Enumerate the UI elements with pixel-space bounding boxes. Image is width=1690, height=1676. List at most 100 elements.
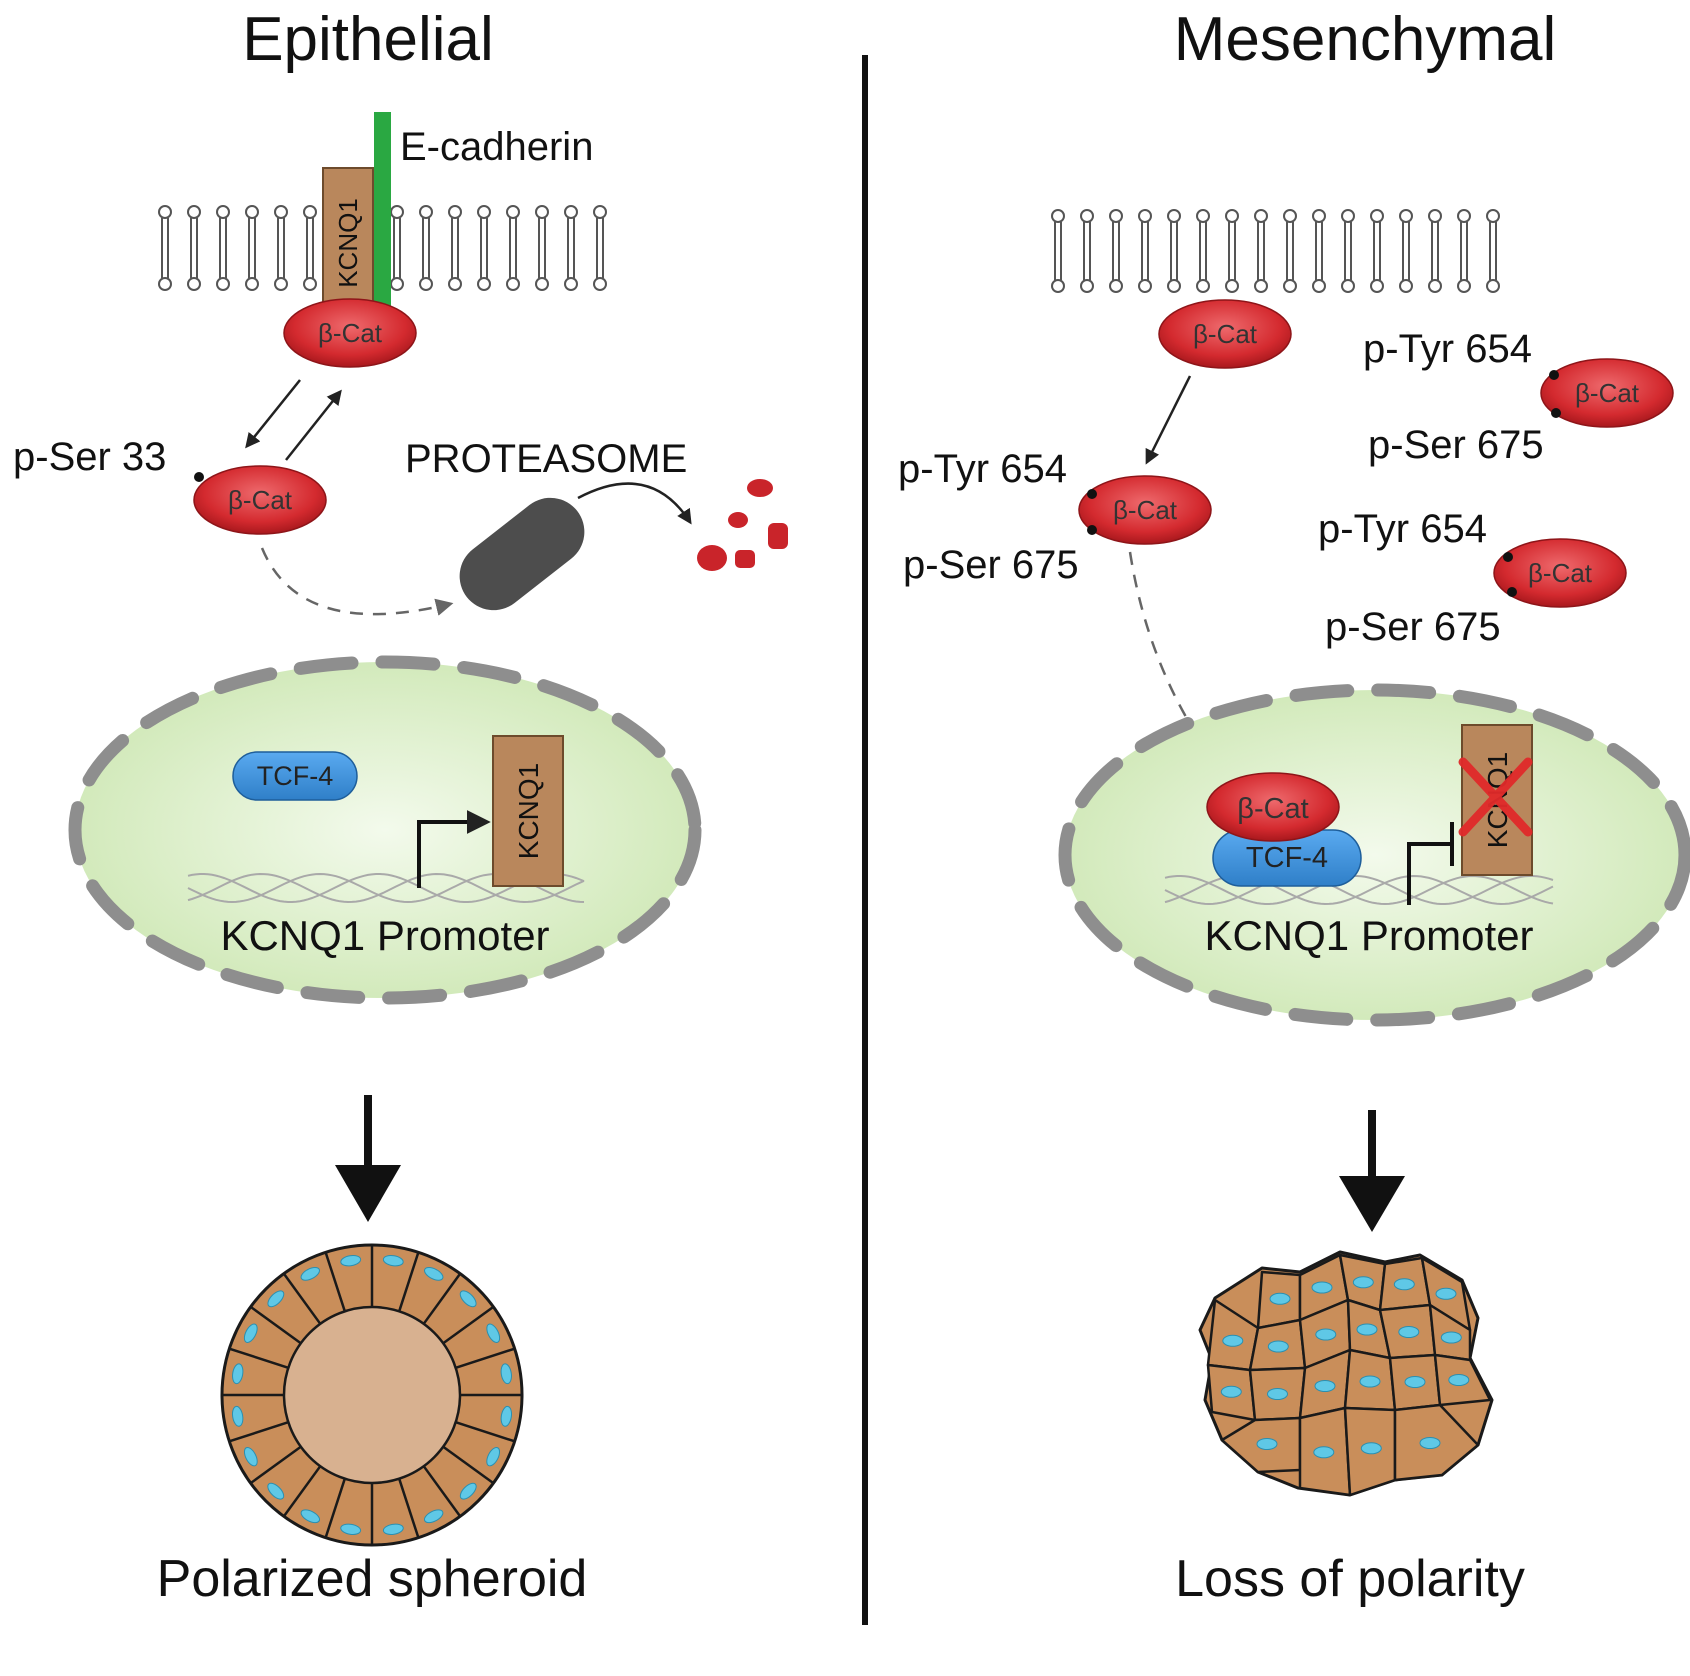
proteasome-label: PROTEASOME (405, 437, 687, 481)
lipid (593, 205, 607, 291)
lipid (506, 205, 520, 291)
bcat-a (1078, 475, 1212, 545)
lipid (564, 205, 578, 291)
cell (1256, 1270, 1302, 1330)
cell (1433, 1353, 1492, 1407)
bcat-a-label: β-Cat (1113, 495, 1178, 525)
phospho-dot-tyr-b (1549, 370, 1559, 380)
pser-c-label: p-Ser 675 (1325, 605, 1501, 649)
cell (1298, 1406, 1352, 1497)
lipid (448, 205, 462, 291)
lipid (390, 205, 404, 291)
arrow-to-proteasome (260, 547, 454, 616)
kcnq1-gene-left (492, 735, 564, 887)
tcf4-right-label: TCF-4 (1246, 842, 1328, 874)
kcnq1-gene-right (1461, 724, 1533, 876)
cell-nucleus (1359, 1375, 1381, 1388)
cell (1248, 1318, 1307, 1372)
phospho-dot-tyr-a (1087, 489, 1097, 499)
arrow-dissociate (245, 379, 301, 449)
cell-nucleus (1419, 1437, 1441, 1449)
phospho-dot-ser33 (194, 472, 204, 482)
tcf4-left (232, 751, 358, 801)
arrow-bcat-phospho (1145, 375, 1192, 465)
cell-nucleus (1256, 1438, 1278, 1450)
ptyr-b-label: p-Tyr 654 (1363, 327, 1532, 371)
ecadherin-label: E-cadherin (400, 125, 593, 169)
kcnq1-gene-left-label: KCNQ1 (513, 763, 544, 859)
bcat-top-right (1158, 299, 1292, 369)
right-repression-symbol (1407, 822, 1454, 905)
kcnq1-channel (322, 167, 374, 319)
left-membrane (158, 205, 607, 291)
bcat-b (1540, 358, 1674, 428)
lipid (535, 205, 549, 291)
lipid (1399, 209, 1413, 293)
cell-nucleus (1398, 1326, 1420, 1338)
cell-nucleus (1440, 1331, 1462, 1344)
lipid (1486, 209, 1500, 293)
right-nuclear-envelope (1058, 683, 1690, 1027)
lipid (419, 205, 433, 291)
pser33-label: p-Ser 33 (13, 435, 166, 479)
lipid (158, 205, 172, 291)
lipid (245, 205, 259, 291)
right-outcome-label: Loss of polarity (1175, 1550, 1525, 1608)
cell-nucleus (1314, 1380, 1336, 1392)
lipid (216, 205, 230, 291)
lipid (1428, 209, 1442, 293)
lipid (1138, 209, 1152, 293)
lipid (477, 205, 491, 291)
bcat-b-label: β-Cat (1575, 378, 1640, 408)
cell-nucleus (1356, 1323, 1378, 1336)
degraded-fragments (697, 479, 788, 571)
bcat-top-right-label: β-Cat (1193, 319, 1258, 349)
lipid (274, 205, 288, 291)
lipid (1341, 209, 1355, 293)
polarized-spheroid (220, 1243, 524, 1547)
ecadherin-bar (374, 112, 391, 312)
cell-nucleus (1435, 1287, 1457, 1300)
cell (1343, 1348, 1397, 1412)
cell-nucleus (1393, 1278, 1415, 1291)
cell (1378, 1256, 1432, 1312)
cell (1298, 1298, 1352, 1370)
kcnq1-channel-label: KCNQ1 (333, 198, 363, 288)
lipid (1283, 209, 1297, 293)
arrow-associate (285, 389, 342, 461)
left-outcome-label: Polarized spheroid (157, 1550, 588, 1608)
ptyr-a-label: p-Tyr 654 (898, 447, 1067, 491)
pser-a-label: p-Ser 675 (903, 543, 1079, 587)
pser-b-label: p-Ser 675 (1368, 423, 1544, 467)
cell (1393, 1403, 1480, 1482)
right-membrane (1051, 209, 1500, 293)
right-promoter-label: KCNQ1 Promoter (1204, 912, 1533, 959)
cell-nucleus (1360, 1442, 1382, 1455)
cell-nucleus (1267, 1388, 1288, 1400)
lipid (1457, 209, 1471, 293)
lipid (1312, 209, 1326, 293)
cell-nucleus (1222, 1334, 1244, 1347)
bcat-c-label: β-Cat (1528, 558, 1593, 588)
cell (1206, 1363, 1257, 1422)
right-outcome-arrowhead (1339, 1176, 1405, 1232)
arrow-degradation (577, 482, 692, 525)
left-transcription-arrow (417, 810, 491, 888)
cell-nucleus (1352, 1276, 1374, 1289)
cross-icon (1458, 757, 1533, 837)
lipid (1370, 209, 1384, 293)
cell-nucleus (1404, 1376, 1426, 1388)
phospho-dot-ser-c (1507, 587, 1517, 597)
lipid (1109, 209, 1123, 293)
disorganized-cell-cluster (1198, 1250, 1494, 1497)
ptyr-c-label: p-Tyr 654 (1318, 507, 1487, 551)
cell-nucleus (1220, 1385, 1242, 1398)
left-nuclear-envelope (68, 655, 702, 1005)
bcat-membrane (283, 298, 417, 368)
cell (1378, 1303, 1437, 1360)
cell-nucleus (1311, 1281, 1333, 1294)
bcat-nuclear-label: β-Cat (1237, 793, 1308, 825)
lipid (1225, 209, 1239, 293)
lipid (187, 205, 201, 291)
